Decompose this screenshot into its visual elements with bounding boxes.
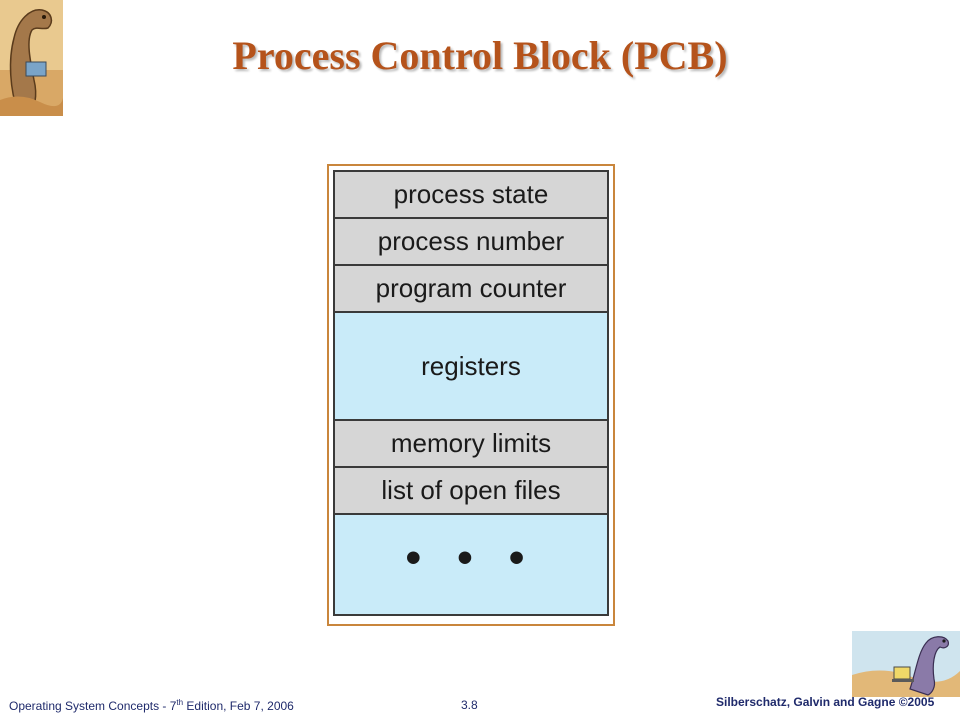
footer-edition-date: Edition, Feb 7, 2006 [183, 699, 294, 713]
footer-book-title: Operating System Concepts - 7 [9, 699, 177, 713]
pcb-field-memory-limits: memory limits [333, 419, 609, 468]
pcb-field-registers: registers [333, 311, 609, 421]
dinosaur-logo-icon [0, 0, 63, 116]
pcb-field-program-counter: program counter [333, 264, 609, 313]
pcb-field-open-files: list of open files [333, 466, 609, 515]
pcb-diagram: process state process number program cou… [327, 164, 615, 626]
pcb-field-process-number: process number [333, 217, 609, 266]
footer-copyright: Silberschatz, Galvin and Gagne ©2005 [716, 695, 935, 709]
slide-title: Process Control Block (PCB) [232, 33, 728, 78]
pcb-field-process-state: process state [333, 170, 609, 219]
pcb-field-ellipsis: • • • [333, 513, 609, 616]
dinosaur-laptop-icon [852, 631, 960, 697]
footer-book-info: Operating System Concepts - 7th Edition,… [9, 698, 294, 713]
ellipsis-dots: • • • [405, 532, 537, 582]
footer-edition-sup: th [176, 698, 184, 707]
page-number: 3.8 [461, 698, 478, 712]
